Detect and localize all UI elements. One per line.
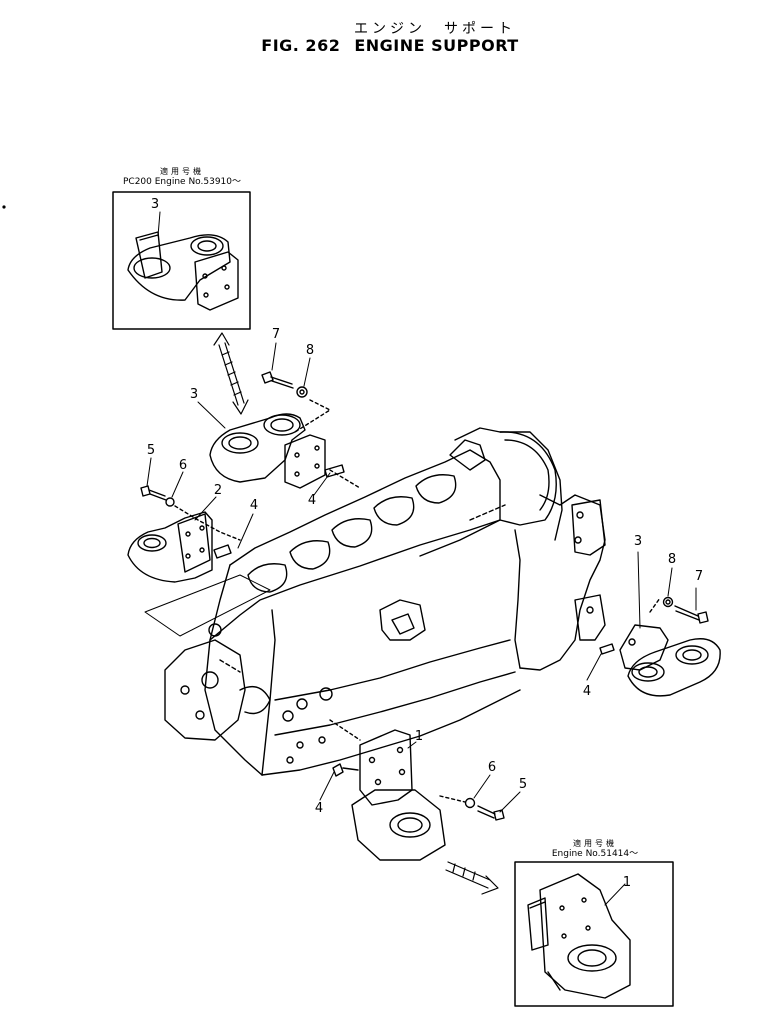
bracket-right [599, 596, 721, 697]
figure-name: ENGINE SUPPORT [354, 36, 519, 55]
flywheel-housing [449, 427, 606, 671]
bracket-upper-left [209, 371, 361, 489]
callout-bracket-front-lower: 1 [414, 729, 424, 744]
callout-bolt-front-lower: 5 [518, 777, 528, 792]
inset-bottom-drawing [514, 861, 674, 1007]
arrow-upper [213, 332, 249, 415]
inset-bottom-frame [514, 861, 674, 1007]
figure-title: FIG. 262 ENGINE SUPPORT [0, 36, 780, 55]
callout-washer-right: 8 [667, 552, 677, 567]
callout-inset-bottom-part: 1 [622, 875, 632, 890]
figure-label: FIG. 262 [261, 36, 341, 55]
callout-bracket-front-left: 2 [213, 483, 223, 498]
callout-dowel-front-left: 4 [249, 498, 259, 513]
inset-bottom-caption: 適用号機 Engine No.51414～ [535, 838, 655, 860]
arrow-lower [445, 861, 499, 895]
title-japanese: エンジン サポート [354, 21, 516, 37]
bracket-front-left [127, 485, 271, 637]
callout-bracket-right: 3 [633, 534, 643, 549]
inset-top-caption: 適用号機 PC200 Engine No.53910～ [118, 166, 246, 188]
callout-washer-front-lower: 6 [487, 760, 497, 775]
callout-bolt-front-left: 5 [146, 443, 156, 458]
callout-inset-top-part: 3 [150, 197, 160, 212]
callout-dowel-front-lower: 4 [314, 801, 324, 816]
inset-bottom-caption-text: Engine No.51414～ [551, 849, 639, 859]
callout-bolt-upper: 7 [271, 327, 281, 342]
inset-top-caption-text: PC200 Engine No.53910～ [122, 177, 242, 187]
inset-top-drawing [112, 191, 251, 330]
callout-bolt-right: 7 [694, 569, 704, 584]
leader-lines [146, 342, 697, 813]
callout-washer-front-left: 6 [178, 458, 188, 473]
inset-top-frame [112, 191, 251, 330]
engine-block [164, 449, 521, 776]
bracket-front-lower [329, 719, 505, 861]
inset-bottom-caption-jp: 適用号機 [573, 839, 617, 848]
callout-washer-upper: 8 [305, 343, 315, 358]
inset-top-caption-jp: 適用号機 [160, 167, 204, 176]
stray-dot [2, 205, 6, 209]
callout-bracket-upper: 3 [189, 387, 199, 402]
callout-dowel-right: 4 [582, 684, 592, 699]
callout-dowel-upper: 4 [307, 493, 317, 508]
